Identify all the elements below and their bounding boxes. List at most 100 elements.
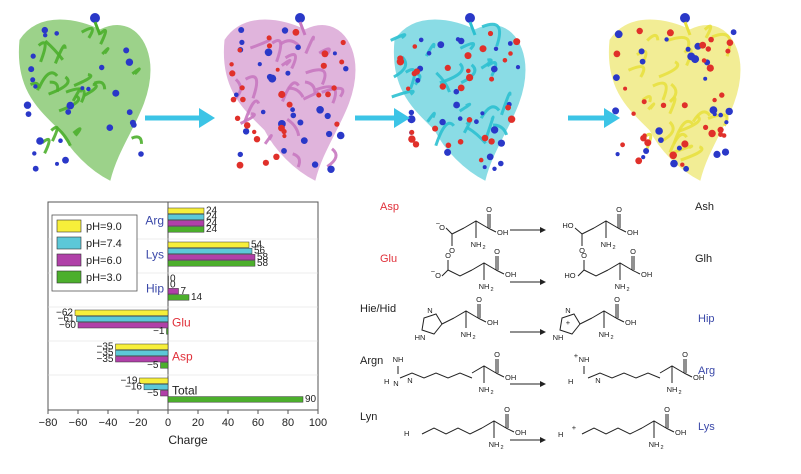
bar-arg-60 <box>167 220 205 227</box>
svg-text:O: O <box>439 223 445 232</box>
legend-swatch <box>56 236 82 250</box>
svg-text:O: O <box>486 205 492 214</box>
svg-text:OH: OH <box>515 428 526 437</box>
bar-value-label: 58 <box>257 252 269 263</box>
svg-text:OH: OH <box>627 228 638 237</box>
svg-text:H: H <box>404 429 409 438</box>
bar-value-label: −16 <box>125 382 142 393</box>
svg-text:2: 2 <box>473 335 476 341</box>
bar-hip-60 <box>167 288 179 295</box>
bar-hip-30 <box>167 294 190 301</box>
plot-area <box>47 201 319 411</box>
bar-total-74 <box>143 383 169 391</box>
svg-text:2: 2 <box>661 445 664 451</box>
bar-glu-74 <box>76 315 169 323</box>
bar-asp-30 <box>160 362 169 369</box>
category-label-hip: Hip <box>146 281 164 295</box>
svg-text:O: O <box>504 405 510 414</box>
transition-arrow <box>145 108 215 128</box>
svg-text:H: H <box>568 377 573 386</box>
x-tick-label: −40 <box>99 417 118 429</box>
category-label-lys: Lys <box>146 247 164 261</box>
legend-swatch <box>56 270 82 284</box>
bar-arg-74 <box>167 213 205 221</box>
reactant-label: Argn <box>360 355 383 367</box>
protein-pH-6 <box>223 13 356 181</box>
svg-text:−: − <box>436 219 441 228</box>
x-axis-label: Charge <box>168 433 208 447</box>
svg-text:NH: NH <box>599 330 610 339</box>
bar-asp-60 <box>115 356 169 363</box>
bar-hip-90 <box>167 275 169 282</box>
bar-value-label: 58 <box>257 258 269 269</box>
svg-text:NH: NH <box>471 240 482 249</box>
bar-value-label: −1 <box>153 326 165 337</box>
svg-text:NH: NH <box>479 282 490 291</box>
bar-value-label: −35 <box>97 341 114 352</box>
reactant-label: Glu <box>380 253 397 265</box>
bar-total-90 <box>139 377 169 384</box>
product-label: Arg <box>698 365 715 377</box>
svg-text:HN: HN <box>415 333 426 342</box>
svg-text:N: N <box>595 376 600 385</box>
svg-text:OH: OH <box>693 373 704 382</box>
product-label: Lys <box>698 421 715 433</box>
svg-text:O: O <box>449 246 455 255</box>
bar-lys-90 <box>167 241 250 248</box>
svg-text:NH: NH <box>461 330 472 339</box>
bar-value-label: −5 <box>147 360 159 371</box>
legend-label: pH=6.0 <box>86 255 122 267</box>
x-tick-label: 60 <box>252 417 264 429</box>
svg-text:+: + <box>574 351 579 360</box>
transition-arrow <box>355 108 410 128</box>
product-label: Ash <box>695 201 714 213</box>
svg-text:NH: NH <box>393 355 404 364</box>
bar-value-label: 56 <box>254 246 266 257</box>
svg-text:2: 2 <box>627 287 630 293</box>
bar-value-label: 24 <box>206 212 218 223</box>
category-label-glu: Glu <box>172 315 191 329</box>
legend: pH=9.0pH=7.4pH=6.0pH=3.0 <box>51 214 138 292</box>
svg-text:HO: HO <box>564 271 575 280</box>
svg-text:O: O <box>579 246 585 255</box>
svg-text:OH: OH <box>675 428 686 437</box>
protein-pH-7.4 <box>390 13 526 181</box>
protein-pH-9 <box>608 13 741 181</box>
svg-text:HO: HO <box>562 221 573 230</box>
bar-value-label: −60 <box>59 320 76 331</box>
svg-text:O: O <box>682 350 688 359</box>
svg-text:NH: NH <box>489 440 500 449</box>
bar-value-label: 24 <box>206 205 218 216</box>
svg-text:N: N <box>565 306 570 315</box>
svg-text:+: + <box>572 423 577 432</box>
svg-text:2: 2 <box>679 390 682 396</box>
svg-text:H: H <box>384 377 389 386</box>
svg-text:NH: NH <box>579 355 590 364</box>
bar-value-label: 0 <box>170 273 176 284</box>
bar-value-label: 24 <box>206 224 218 235</box>
bar-glu-90 <box>74 309 169 316</box>
svg-text:2: 2 <box>501 445 504 451</box>
svg-text:O: O <box>494 247 500 256</box>
svg-text:O: O <box>664 405 670 414</box>
svg-text:2: 2 <box>611 335 614 341</box>
bar-total-60 <box>160 390 169 397</box>
x-tick-label: 20 <box>192 417 204 429</box>
x-tick-label: −80 <box>39 417 58 429</box>
svg-text:+: + <box>566 318 571 327</box>
svg-text:O: O <box>445 251 451 260</box>
svg-text:O: O <box>630 247 636 256</box>
bar-hip-74 <box>167 281 169 289</box>
svg-text:OH: OH <box>641 270 652 279</box>
svg-text:O: O <box>435 271 441 280</box>
legend-label: pH=9.0 <box>86 221 122 233</box>
svg-text:O: O <box>581 251 587 260</box>
legend-swatch <box>56 253 82 267</box>
svg-text:N: N <box>407 376 412 385</box>
svg-text:NH: NH <box>553 333 564 342</box>
